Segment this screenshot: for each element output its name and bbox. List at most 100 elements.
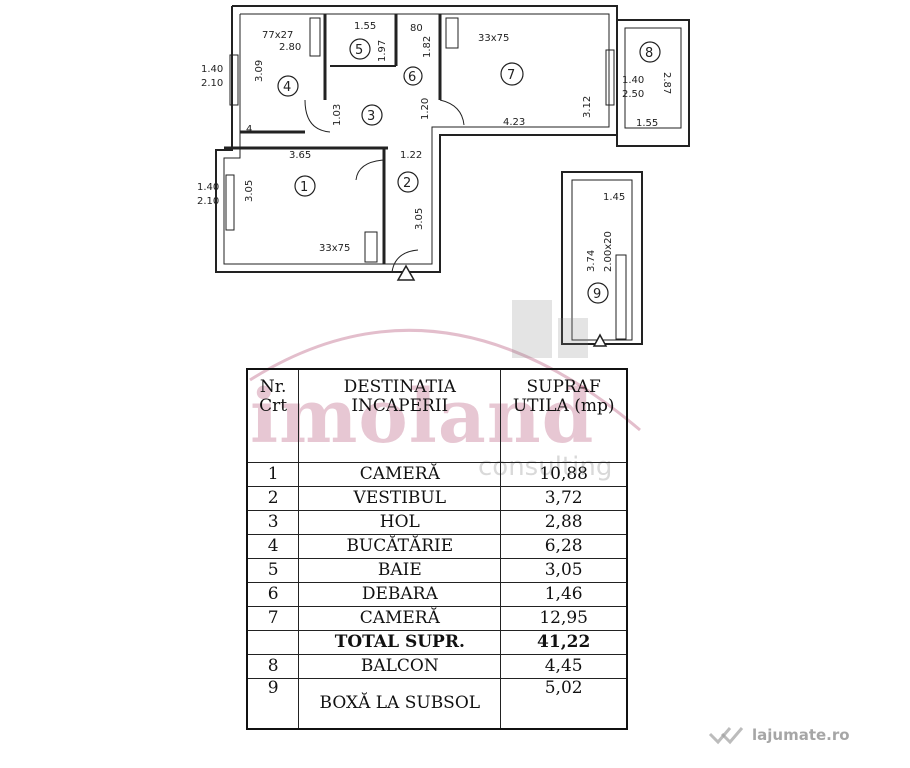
table-row: 7 CAMERĂ 12,95: [246, 606, 628, 631]
row-destination: BUCĂTĂRIE: [298, 534, 502, 559]
floor-plan: 4 1 2 3 5 6 7 8 9 1.40 2.10 3.09 77x27 2…: [197, 5, 690, 347]
dim-label: 1.40: [201, 64, 223, 75]
row-destination: VESTIBUL: [298, 486, 502, 511]
total-nr: [246, 630, 300, 655]
row-nr: 7: [246, 606, 300, 631]
row-destination: HOL: [298, 510, 502, 535]
window-room7: [605, 49, 615, 106]
row-destination: BAIE: [298, 558, 502, 583]
dim-label: 2.10: [201, 78, 223, 89]
room-number: 6: [408, 70, 416, 85]
entry-mark: [396, 264, 416, 281]
room-number: 7: [507, 68, 515, 83]
dim-label: 77x27: [262, 30, 293, 41]
outer-wall: [215, 5, 618, 273]
row-nr: 2: [246, 486, 300, 511]
room-number: 5: [355, 43, 363, 58]
header-nr: Nr. Crt: [246, 368, 300, 463]
dim-label: 3.65: [289, 150, 311, 161]
total-value: 41,22: [500, 630, 628, 655]
table-header-row: Nr. Crt DESTINATIA INCAPERII SUPRAF UTIL…: [246, 368, 628, 463]
dim-label: 3.05: [414, 208, 425, 230]
storage-inner: [571, 179, 633, 341]
dim-label: 1.82: [422, 36, 433, 58]
total-label: TOTAL SUPR.: [298, 630, 502, 655]
checkmark-logo-icon: [708, 727, 744, 745]
radiator-4: [309, 17, 321, 57]
window-room1: [225, 174, 235, 231]
header-destination: DESTINATIA INCAPERII: [298, 368, 502, 463]
room-number: 1: [300, 180, 308, 195]
row-destination: CAMERĂ: [298, 462, 502, 487]
dim-label: 1.22: [400, 150, 422, 161]
row-nr: 3: [246, 510, 300, 535]
row-surface: 3,72: [500, 486, 628, 511]
table-row: 5 BAIE 3,05: [246, 558, 628, 583]
table-row: 6 DEBARA 1,46: [246, 582, 628, 607]
dim-label: 1.03: [332, 104, 343, 126]
row-surface: 12,95: [500, 606, 628, 631]
table-row: 1 CAMERĂ 10,88: [246, 462, 628, 487]
row-nr: 6: [246, 582, 300, 607]
dim-label: 3.05: [244, 180, 255, 202]
row-destination: DEBARA: [298, 582, 502, 607]
row-surface: 2,88: [500, 510, 628, 535]
row-surface: 5,02: [500, 678, 628, 729]
dim-label: 33x75: [319, 243, 350, 254]
dim-label: 3.74: [586, 250, 597, 272]
row-destination: CAMERĂ: [298, 606, 502, 631]
area-table: Nr. Crt DESTINATIA INCAPERII SUPRAF UTIL…: [246, 368, 628, 730]
window-room4: [229, 54, 239, 106]
row-nr: 4: [246, 534, 300, 559]
dim-label: 4: [246, 124, 252, 135]
outer-wall-inner: [223, 13, 610, 265]
dim-label: 2.80: [279, 42, 301, 53]
table-row: 4 BUCĂTĂRIE 6,28: [246, 534, 628, 559]
dim-label: 3.12: [582, 96, 593, 118]
row-nr: 8: [246, 654, 300, 679]
dim-label: 1.55: [636, 118, 658, 129]
dim-label: 2.00x20: [603, 231, 614, 272]
room-number: 4: [283, 80, 291, 95]
door-6: [439, 99, 465, 126]
row-surface: 4,45: [500, 654, 628, 679]
balcony-outline: [616, 19, 690, 147]
row-destination: BALCON: [298, 654, 502, 679]
row-nr: 9: [246, 678, 300, 729]
door-3: [304, 99, 331, 133]
dim-label: 33x75: [478, 33, 509, 44]
room-number: 9: [593, 287, 601, 302]
storage-shelf: [615, 254, 627, 340]
balcony-inner: [624, 27, 682, 129]
dim-label: 4.23: [503, 117, 525, 128]
row-nr: 1: [246, 462, 300, 487]
row-surface: 1,46: [500, 582, 628, 607]
storage-outline: [561, 171, 643, 345]
table-row: 3 HOL 2,88: [246, 510, 628, 535]
door-1: [355, 159, 385, 181]
radiator-1: [364, 231, 378, 263]
dim-label: 3.09: [254, 60, 265, 82]
dim-label: 1.55: [354, 21, 376, 32]
dim-label: 1.40: [622, 75, 644, 86]
table-row: 2 VESTIBUL 3,72: [246, 486, 628, 511]
room-number: 3: [367, 109, 375, 124]
table-row: 8 BALCON 4,45: [246, 654, 628, 679]
row-surface: 10,88: [500, 462, 628, 487]
row-destination: BOXĂ LA SUBSOL: [298, 678, 502, 729]
door-entry: [391, 249, 419, 273]
dim-label: 1.40: [197, 182, 219, 193]
room-number: 2: [403, 176, 411, 191]
table-total-row: TOTAL SUPR. 41,22: [246, 630, 628, 655]
row-surface: 3,05: [500, 558, 628, 583]
storage-entry-mark: [592, 333, 608, 347]
dim-label: 80: [410, 23, 423, 34]
dim-label: 2.10: [197, 196, 219, 207]
radiator-7: [445, 17, 459, 49]
row-nr: 5: [246, 558, 300, 583]
dim-label: 2.50: [622, 89, 644, 100]
table-row: 9 BOXĂ LA SUBSOL 5,02: [246, 678, 628, 729]
dim-label: 1.45: [603, 192, 625, 203]
dim-label: 2.87: [661, 72, 672, 94]
row-surface: 6,28: [500, 534, 628, 559]
